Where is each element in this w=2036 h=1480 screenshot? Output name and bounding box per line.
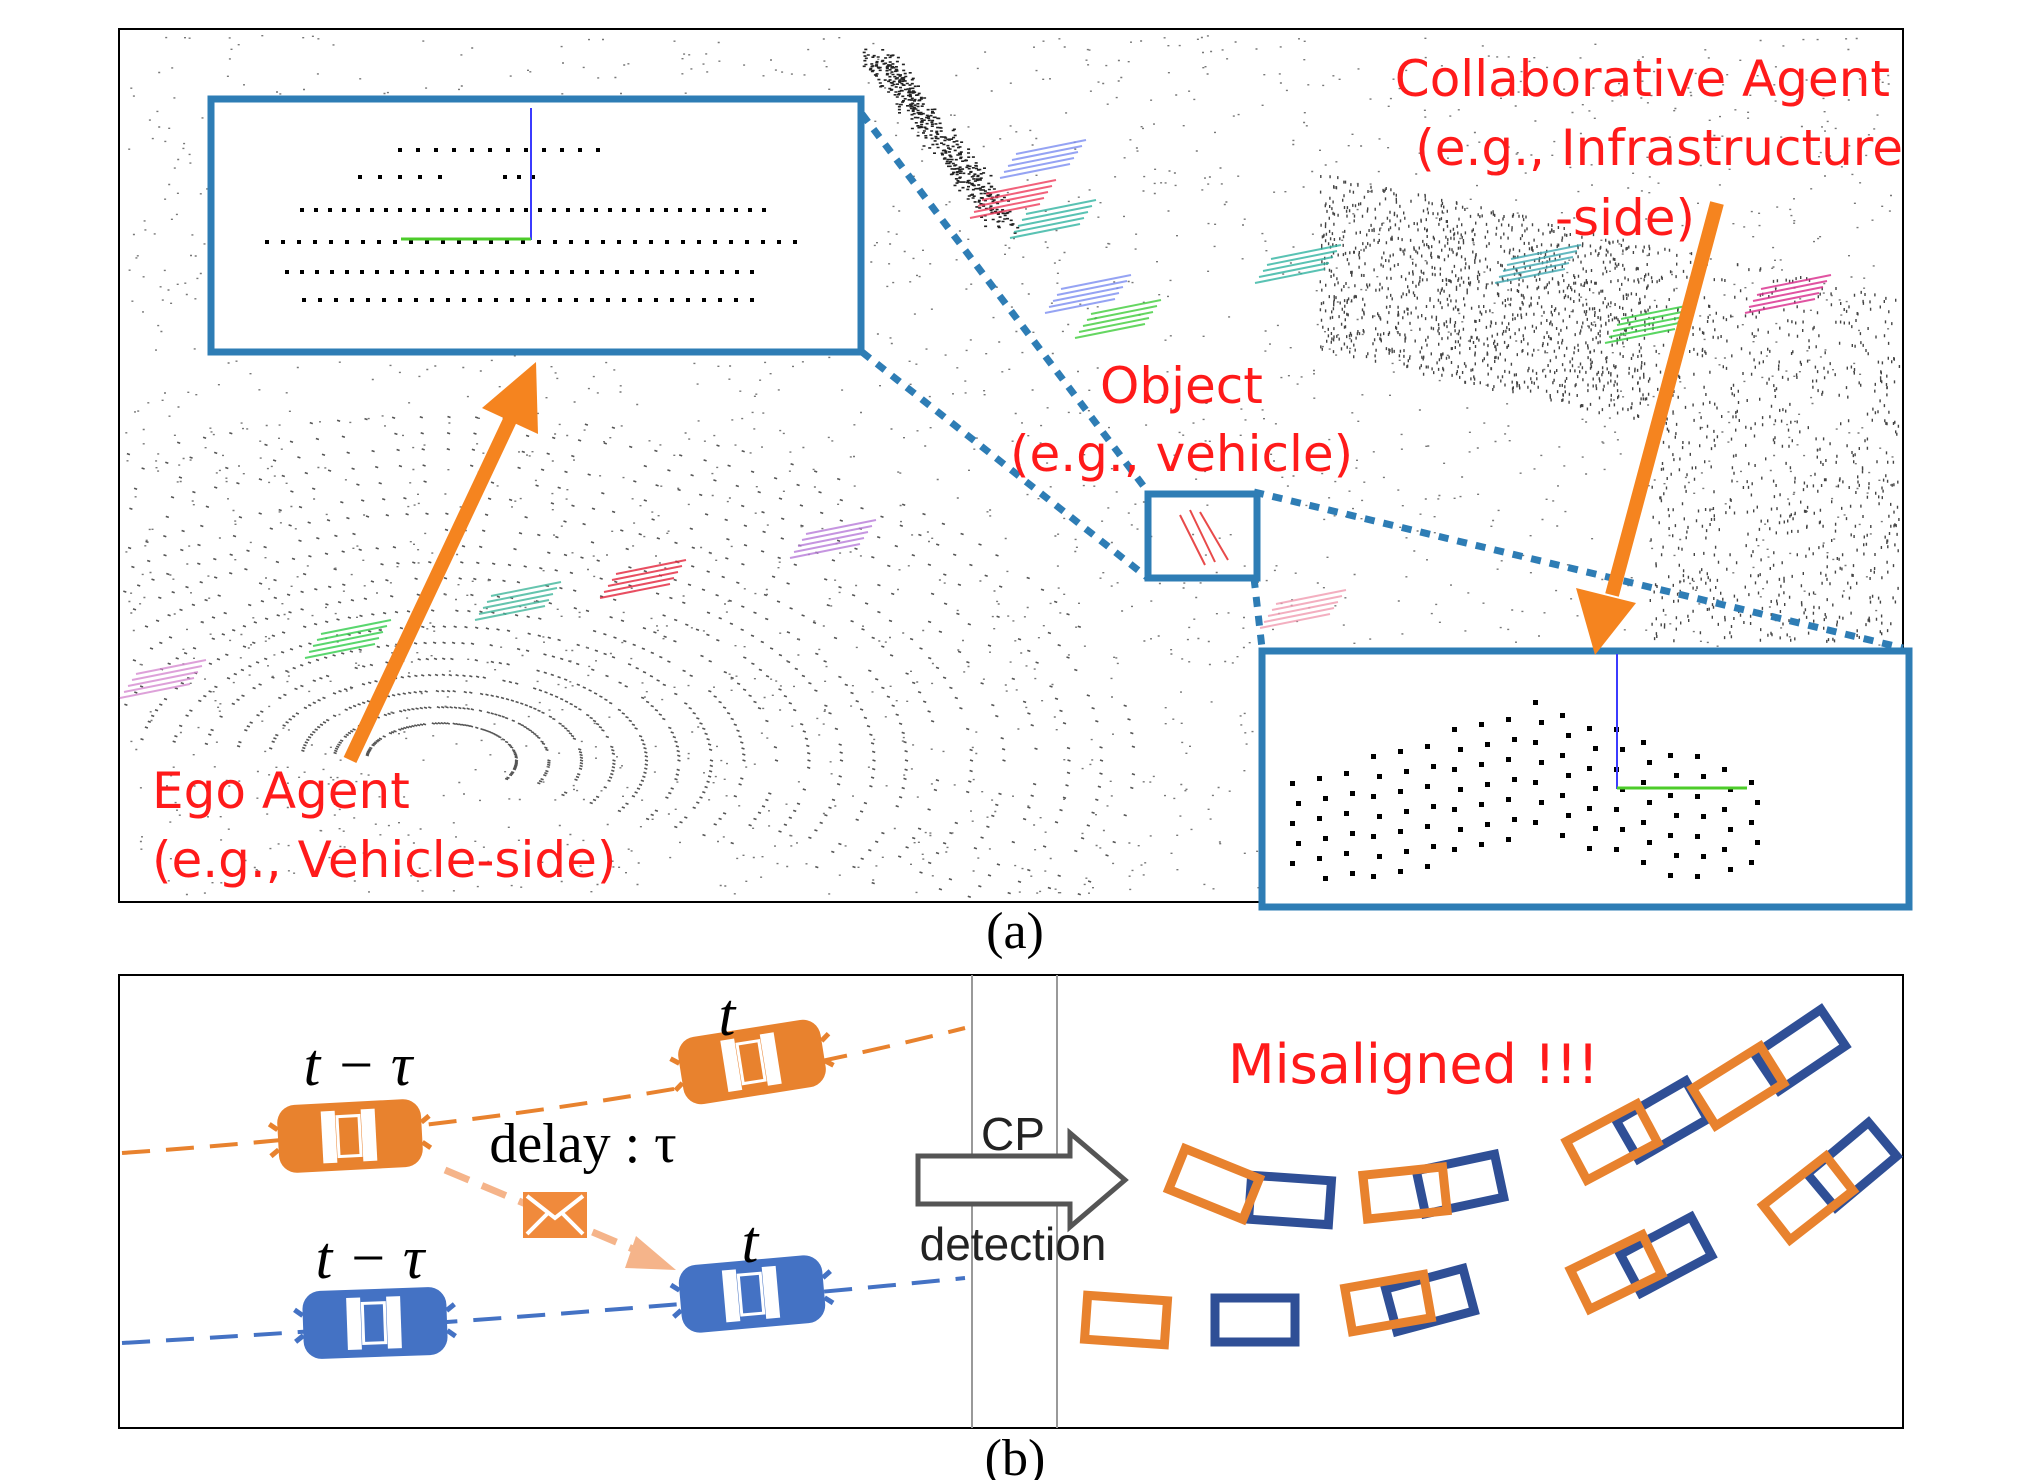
top-car-past [267, 1099, 433, 1173]
orange-bbox [1339, 1269, 1437, 1337]
top-past-time-label: t − τ [304, 1032, 415, 1098]
detected-vehicle-points [1044, 274, 1132, 314]
bottom-past-time-label: t − τ [316, 1225, 427, 1291]
box-pair [1564, 1210, 1718, 1316]
bottom-now-time-label: t [742, 1209, 760, 1275]
cp-label: CP [981, 1108, 1045, 1160]
orange-bbox [1560, 1097, 1664, 1187]
detection-label: detection [920, 1218, 1107, 1270]
collab-label-line3: -side) [1555, 189, 1695, 247]
lidar-ring [126, 415, 1136, 896]
box-pair [1756, 1116, 1904, 1247]
object-points [1179, 509, 1229, 566]
detected-vehicle-points [999, 139, 1087, 179]
lidar-ring [127, 496, 974, 874]
box-pair [1357, 1148, 1510, 1225]
lidar-ring [129, 464, 1038, 899]
detected-vehicle-points [1604, 304, 1692, 344]
zoom-line-ego-bottom [859, 349, 1151, 581]
detected-vehicle-points [599, 559, 687, 599]
collab-label-line2: (e.g., Infrastructure [1415, 119, 1903, 177]
bottom-car-past [293, 1287, 457, 1359]
lidar-ring [123, 528, 909, 869]
envelope-icon [523, 1192, 587, 1238]
zoom-line-collab-bottom [1250, 577, 1266, 649]
bottom-car-now [669, 1255, 835, 1333]
object-label-line2: (e.g., vehicle) [1010, 425, 1353, 483]
object-box [1144, 490, 1261, 582]
blue-bbox [1748, 1003, 1852, 1097]
box-pair [1339, 1262, 1480, 1338]
top-trajectory [121, 1026, 966, 1155]
detected-vehicle-points [304, 619, 392, 659]
zoom-guides [859, 111, 1904, 652]
detected-vehicle-points [1259, 589, 1347, 629]
detected-vehicle-points [1254, 244, 1342, 284]
orange-bbox [1357, 1161, 1453, 1225]
lidar-ring [124, 593, 779, 845]
tree-points [862, 48, 1020, 234]
detected-vehicle-points [789, 519, 877, 559]
lidar-ring [236, 657, 649, 813]
lidar-ring [140, 609, 746, 837]
lidar-ring [132, 576, 811, 833]
zoom-line-collab-top [1253, 488, 1904, 652]
detected-vehicle-points [1009, 199, 1097, 239]
orange-bbox [1079, 1290, 1173, 1350]
orange-bbox [1564, 1228, 1668, 1316]
lidar-ring [365, 722, 519, 781]
blue-bbox [1614, 1210, 1718, 1300]
box-pair [1686, 1003, 1852, 1133]
panel-b: t − τ t t − τ t delay : τ CP detection M… [118, 974, 1904, 1480]
point-cloud [119, 35, 1901, 899]
collab-label-line1: Collaborative Agent [1395, 50, 1890, 108]
zoom-line-ego-top [859, 111, 1151, 495]
blue-bbox [1800, 1116, 1904, 1214]
lidar-ring [144, 560, 844, 840]
delay-label: delay : τ [489, 1113, 676, 1175]
box-pair [1162, 1142, 1337, 1230]
box-pair [1079, 1290, 1300, 1350]
top-now-time-label: t [719, 982, 737, 1048]
ego-label-line1: Ego Agent [152, 762, 410, 820]
bottom-trajectory [121, 1276, 966, 1345]
delay-arrowhead [625, 1236, 676, 1270]
detected-vehicle-points [474, 581, 562, 621]
panel-a-caption: (a) [986, 903, 1044, 960]
top-car-now [669, 1019, 835, 1105]
lidar-ring [268, 673, 616, 805]
blue-bbox [1410, 1148, 1510, 1220]
orange-bbox [1162, 1142, 1266, 1226]
panel-a: Collaborative Agent (e.g., Infrastructur… [118, 28, 1913, 960]
orange-bbox [1686, 1039, 1790, 1133]
lidar-ring [131, 512, 940, 885]
ego-label-line2: (e.g., Vehicle-side) [152, 831, 616, 889]
collab-inset [1258, 647, 1913, 911]
detected-vehicle-points [1074, 299, 1162, 339]
detected-vehicle-points [1744, 274, 1832, 314]
orange-bbox [1756, 1149, 1860, 1247]
cp-detection-arrow [915, 1127, 1129, 1233]
collab-arrow [1576, 201, 1724, 655]
lidar-ring [301, 689, 584, 797]
ego-inset [207, 95, 865, 356]
lidar-ring [133, 448, 1071, 895]
ego-arrow [343, 362, 538, 763]
misaligned-label: Misaligned !!! [1228, 1033, 1599, 1096]
object-label-line1: Object [1100, 357, 1263, 415]
misaligned-box-pairs [1079, 1003, 1904, 1350]
detected-vehicle-points [119, 659, 207, 699]
panel-b-caption: (b) [985, 1430, 1046, 1480]
detected-vehicle-points [1494, 244, 1582, 284]
blue-bbox [1210, 1293, 1300, 1347]
building-points [1319, 175, 1901, 643]
detected-vehicle-points [969, 179, 1057, 219]
